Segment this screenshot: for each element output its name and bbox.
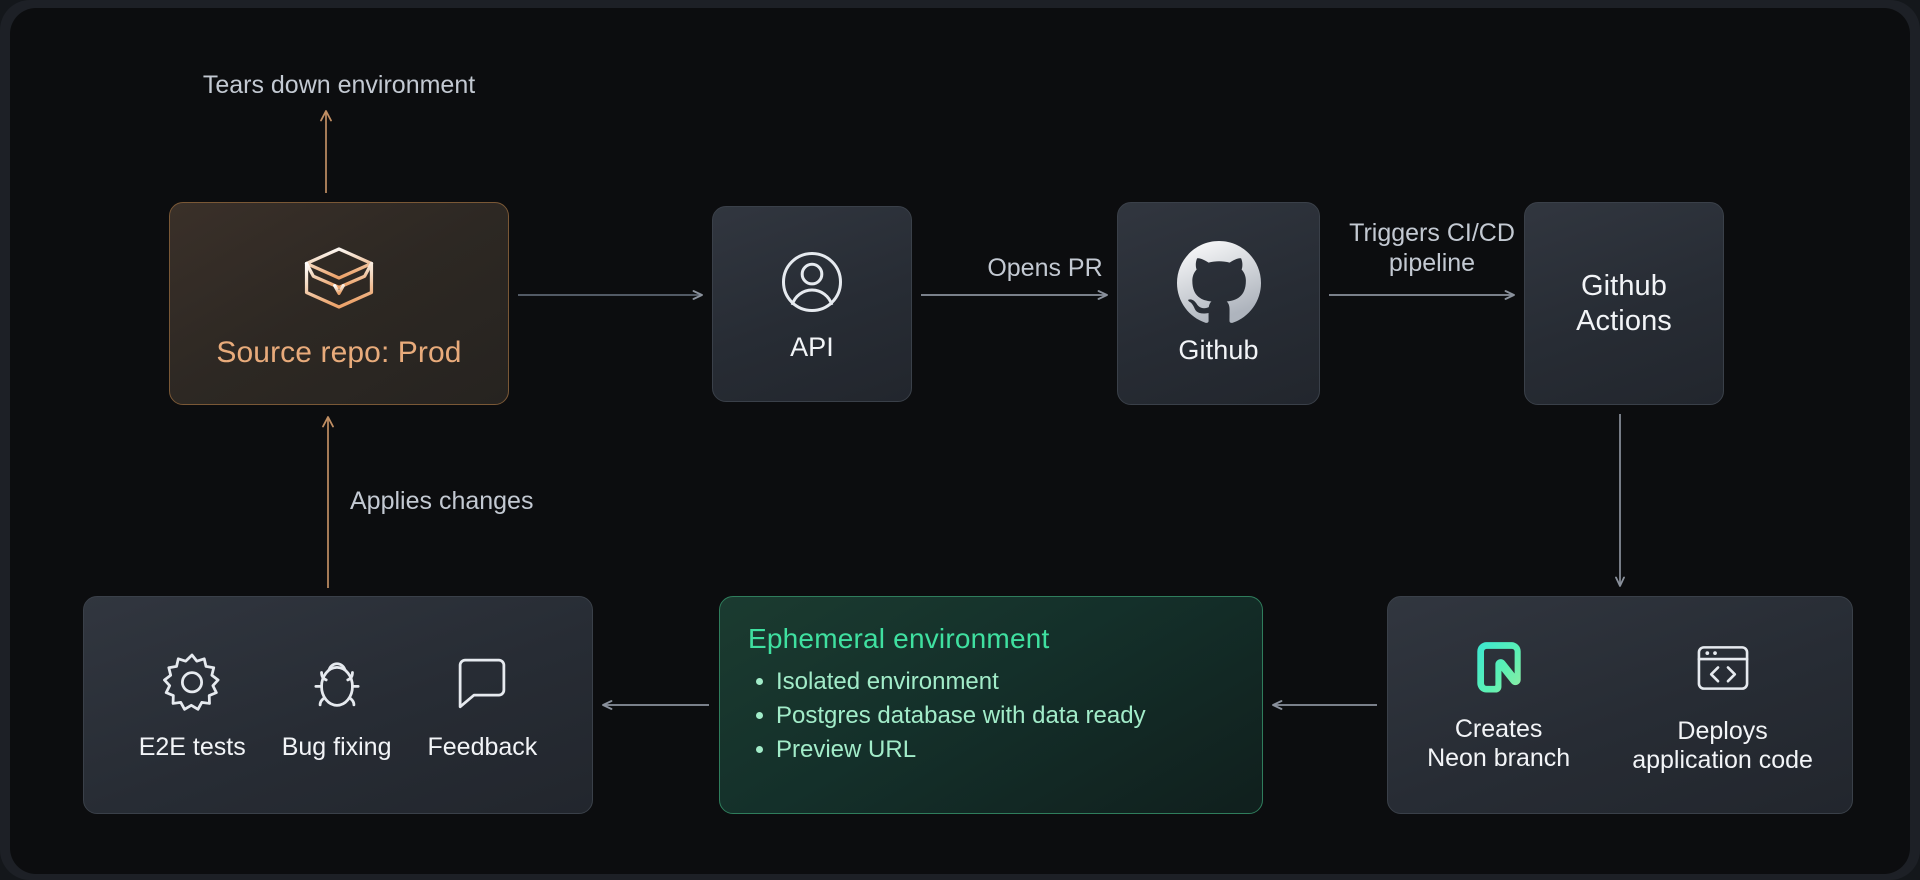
activity-bug-fixing[interactable]: Bug fixing — [282, 647, 392, 763]
bug-icon — [302, 647, 372, 717]
node-label-github-actions: Github Actions — [1576, 270, 1672, 337]
node-github-actions[interactable]: Github Actions — [1524, 202, 1724, 405]
diagram-canvas: Tears down environment Applies changes O… — [10, 8, 1910, 874]
activity-e2e-tests[interactable]: E2E tests — [139, 647, 246, 763]
action-label-creates-neon-branch: Creates Neon branch — [1427, 714, 1571, 773]
edge-label-triggers-cicd: Triggers CI/CD pipeline — [1349, 219, 1515, 277]
edge-label-applies-changes: Applies changes — [350, 487, 534, 515]
node-label-github: Github — [1178, 334, 1259, 365]
list-item: Isolated environment — [756, 665, 1232, 699]
action-label-deploys-application-code: Deploys application code — [1632, 716, 1813, 775]
activity-feedback[interactable]: Feedback — [427, 647, 538, 763]
edge-label-opens-pr: Opens PR — [987, 254, 1103, 282]
user-circle-icon — [774, 244, 850, 320]
activity-label-bug-fixing: Bug fixing — [281, 733, 392, 762]
list-item: Postgres database with data ready — [756, 699, 1232, 733]
speech-bubble-icon — [447, 647, 517, 717]
node-neon-deploy[interactable]: Creates Neon branch Deploys application … — [1387, 596, 1853, 814]
ephemeral-bullet-list: Isolated environment Postgres database w… — [748, 665, 1232, 767]
code-window-icon — [1690, 635, 1756, 701]
gear-icon — [157, 647, 227, 717]
edge-label-tears-down: Tears down environment — [202, 71, 476, 99]
github-logo-icon — [1176, 240, 1261, 325]
box-package-icon — [298, 237, 380, 319]
action-creates-neon-branch[interactable]: Creates Neon branch — [1427, 637, 1570, 774]
list-item: Preview URL — [756, 733, 1232, 767]
action-deploys-application-code[interactable]: Deploys application code — [1632, 635, 1813, 776]
node-github[interactable]: Github — [1117, 202, 1320, 405]
node-label-api: API — [790, 332, 834, 363]
neon-logo-icon — [1468, 637, 1530, 699]
node-dev-activities[interactable]: E2E tests Bug fixing — [83, 596, 593, 814]
activity-label-e2e-tests: E2E tests — [138, 733, 246, 762]
node-ephemeral-environment[interactable]: Ephemeral environment Isolated environme… — [719, 596, 1263, 814]
node-label-source-repo: Source repo: Prod — [216, 335, 462, 369]
node-source-repo[interactable]: Source repo: Prod — [169, 202, 509, 405]
node-api[interactable]: API — [712, 206, 912, 402]
ephemeral-title: Ephemeral environment — [748, 623, 1050, 654]
activity-label-feedback: Feedback — [427, 733, 538, 762]
